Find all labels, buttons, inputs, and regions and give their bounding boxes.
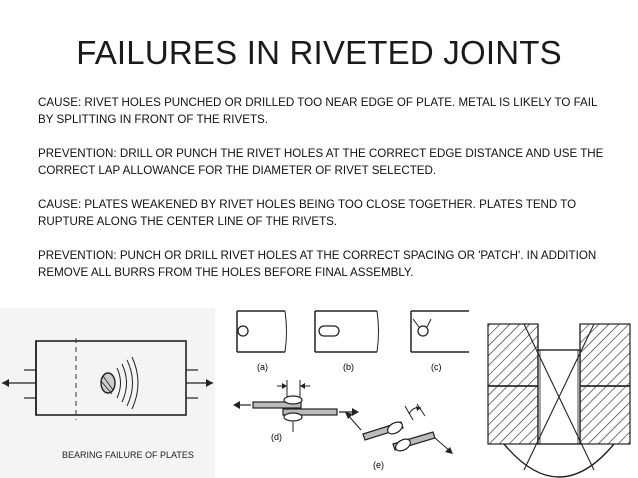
paragraph-cause-1: CAUSE: RIVET HOLES PUNCHED OR DRILLED TO… — [38, 94, 613, 128]
bearing-failure-figure: BEARING FAILURE OF PLATES — [0, 308, 215, 478]
slide-title: FAILURES IN RIVETED JOINTS — [76, 34, 562, 71]
label-c: (c) — [431, 362, 442, 372]
paragraph-text: RIVET HOLES PUNCHED OR DRILLED TOO NEAR … — [38, 96, 598, 126]
paragraph-label: PREVENTION: — [38, 249, 117, 262]
paragraph-label: CAUSE: — [38, 198, 82, 211]
slide-body: CAUSE: RIVET HOLES PUNCHED OR DRILLED TO… — [38, 94, 613, 298]
paragraph-text: DRILL OR PUNCH THE RIVET HOLES AT THE CO… — [38, 147, 604, 177]
label-e: (e) — [373, 460, 384, 470]
paragraph-text: PLATES WEAKENED BY RIVET HOLES BEING TOO… — [38, 198, 577, 228]
paragraph-prevention-2: PREVENTION: PUNCH OR DRILL RIVET HOLES A… — [38, 247, 613, 281]
paragraph-label: PREVENTION: — [38, 147, 117, 160]
diagram-b: (b) — [314, 310, 379, 372]
diagram-a: (a) — [236, 310, 287, 372]
label-a: (a) — [257, 362, 268, 372]
diagram-c: (c) — [410, 310, 469, 372]
rivet-section-figure — [484, 320, 634, 478]
paragraph-cause-2: CAUSE: PLATES WEAKENED BY RIVET HOLES BE… — [38, 196, 613, 230]
diagram-e: (e) — [345, 403, 453, 470]
paragraph-label: CAUSE: — [38, 96, 82, 109]
label-d: (d) — [271, 432, 282, 442]
paragraph-text: PUNCH OR DRILL RIVET HOLES AT THE CORREC… — [38, 249, 597, 279]
bearing-failure-caption: BEARING FAILURE OF PLATES — [62, 450, 194, 460]
diagram-d: (d) — [233, 380, 359, 442]
paragraph-prevention-1: PREVENTION: DRILL OR PUNCH THE RIVET HOL… — [38, 145, 613, 179]
edge-failure-figure: (a) (b) (c) — [225, 306, 475, 478]
label-b: (b) — [343, 362, 354, 372]
